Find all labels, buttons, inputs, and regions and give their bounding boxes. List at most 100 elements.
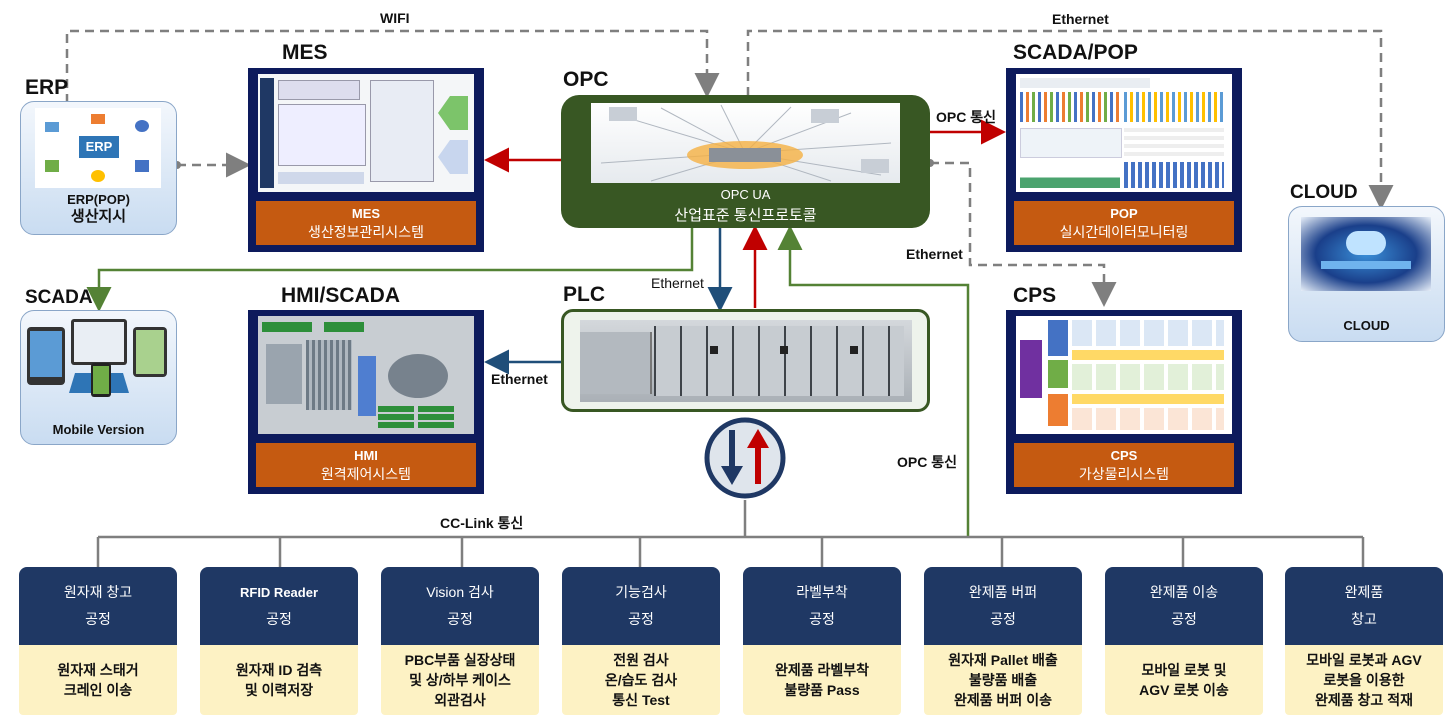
scada-pop-label: SCADA/POP	[1013, 41, 1138, 64]
station-desc: 모바일 로봇 및 AGV 로봇 이송	[1105, 645, 1263, 715]
hmi-screen-image	[258, 316, 474, 434]
desc-line: 모바일 로봇 및	[1141, 662, 1227, 678]
pop-bar-subtitle: 실시간데이터모니터링	[1059, 224, 1189, 240]
opc-cps-link	[930, 161, 1117, 307]
opc-text-1: OPC UA	[720, 187, 771, 202]
erp-box: ERP ERP(POP) 생산지시	[20, 101, 177, 235]
station-title: Vision 검사	[426, 584, 494, 600]
desc-line: 완제품 라벨부착	[774, 662, 870, 678]
wifi-link	[65, 29, 720, 103]
pop-panel: POP 실시간데이터모니터링	[1006, 68, 1242, 252]
mobile-devices-image	[25, 319, 171, 401]
desc-line: 불량품 배출	[968, 672, 1038, 688]
station-title: 원자재 창고	[63, 584, 133, 600]
pop-dashboard-image	[1016, 74, 1232, 192]
station-title: 완제품 이송	[1149, 584, 1219, 600]
ethernet-top-label: Ethernet	[1052, 11, 1109, 27]
opc-comm-top-label: OPC 통신	[936, 109, 996, 125]
mes-orange-bar: MES 생산정보관리시스템	[256, 201, 476, 245]
desc-line: 모바일 로봇과 AGV	[1306, 652, 1422, 668]
cps-diagram-image	[1016, 316, 1232, 434]
pop-orange-bar: POP 실시간데이터모니터링	[1014, 201, 1234, 245]
desc-line: 및 상/하부 케이스	[409, 672, 511, 688]
hmi-bar-subtitle: 원격제어시스템	[320, 466, 412, 482]
mes-bar-subtitle: 생산정보관리시스템	[308, 224, 424, 240]
station-sub: 공정	[1171, 611, 1197, 627]
desc-line: 외관검사	[434, 692, 486, 708]
opc-box: OPC UA 산업표준 통신프로토콜	[561, 95, 930, 228]
desc-line: 불량품 Pass	[784, 682, 860, 698]
erp-caption-1: ERP(POP)	[67, 192, 130, 207]
plc-label: PLC	[563, 283, 605, 306]
station-title: RFID Reader	[239, 585, 319, 600]
desc-line: 원자재 Pallet 배출	[948, 652, 1058, 668]
opc-text-2: 산업표준 통신프로토콜	[674, 207, 817, 224]
cloud-caption: CLOUD	[1343, 318, 1390, 333]
mes-panel: MES 생산정보관리시스템	[248, 68, 484, 252]
bidirectional-arrows-icon	[704, 417, 786, 499]
field-opc-link	[777, 225, 970, 537]
desc-line: PBC부품 실장상태	[404, 652, 516, 668]
station-title: 라벨부착	[796, 584, 848, 600]
erp-caption-2: 생산지시	[70, 208, 127, 225]
pop-bar-title: POP	[1110, 206, 1138, 221]
plc-hardware-image	[580, 320, 912, 402]
cclink-label: CC-Link 통신	[440, 515, 524, 531]
scada-mobile-box: Mobile Version	[20, 310, 177, 445]
mes-screenshot	[258, 74, 474, 192]
station-sub: 공정	[809, 611, 835, 627]
ethernet-cloud-link	[746, 29, 1394, 210]
desc-line: 로봇을 이용한	[1323, 672, 1405, 688]
desc-line: 크레인 이송	[63, 682, 133, 698]
hmi-orange-bar: HMI 원격제어시스템	[256, 443, 476, 487]
hmi-bar-title: HMI	[354, 448, 378, 463]
desc-line: 및 이력저장	[244, 682, 314, 698]
desc-line: 통신 Test	[612, 692, 670, 708]
opc-label: OPC	[563, 68, 609, 91]
desc-line: 원자재 ID 검측	[235, 662, 323, 678]
opc-scada-link	[86, 228, 694, 312]
erp-label: ERP	[25, 76, 69, 99]
cloud-image	[1301, 217, 1431, 291]
station-sub: 공정	[990, 611, 1016, 627]
desc-line: 원자재 스태거	[57, 662, 139, 678]
station-title: 완제품	[1344, 584, 1384, 600]
hmi-panel: HMI 원격제어시스템	[248, 310, 484, 494]
scada-label: SCADA	[25, 287, 93, 308]
station-sub: 창고	[1351, 611, 1377, 627]
cps-label: CPS	[1013, 284, 1057, 307]
opc-comm-right-label: OPC 통신	[897, 454, 957, 470]
desc-line: 전원 검사	[613, 652, 669, 668]
station-sub: 공정	[85, 611, 111, 627]
station-title: 완제품 버퍼	[968, 584, 1038, 600]
desc-line: 완제품 버퍼 이송	[954, 692, 1052, 708]
erp-diagram-image: ERP	[35, 108, 161, 188]
cloud-label: CLOUD	[1290, 182, 1358, 203]
mes-label: MES	[282, 41, 328, 64]
hmi-scada-label: HMI/SCADA	[281, 284, 400, 307]
station-title: 기능검사	[615, 584, 667, 600]
station-sub: 공정	[628, 611, 654, 627]
station-sub: 공정	[447, 611, 473, 627]
desc-line: 온/습도 검사	[604, 672, 678, 688]
desc-line: 완제품 창고 적재	[1315, 692, 1413, 708]
plc-box	[561, 309, 930, 412]
opc-network-icon	[600, 104, 892, 182]
wifi-label: WIFI	[380, 10, 410, 26]
cps-panel: CPS 가상물리시스템	[1006, 310, 1242, 494]
ethernet-hmi-label: Ethernet	[491, 371, 548, 387]
desc-line: AGV 로봇 이송	[1139, 682, 1229, 698]
